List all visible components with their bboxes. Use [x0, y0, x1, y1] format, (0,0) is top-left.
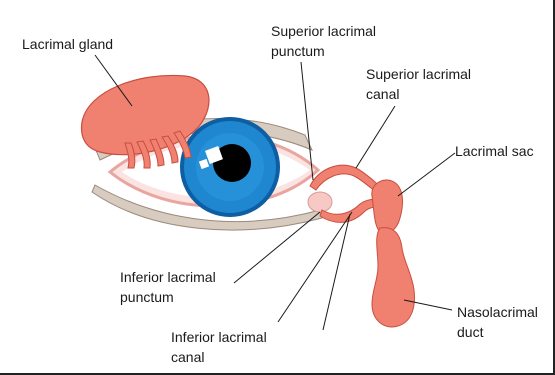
- lacrimal-caruncle: [308, 192, 332, 212]
- label-inferior-lacrimal-punctum: Inferior lacrimal punctum: [120, 267, 216, 307]
- lacrimal-sac: [372, 180, 403, 233]
- label-lacrimal-sac: Lacrimal sac: [455, 141, 534, 161]
- nasolacrimal-duct: [372, 228, 414, 327]
- label-superior-lacrimal-canal: Superior lacrimal canal: [366, 64, 471, 104]
- leader-inferior-canal-2: [323, 214, 350, 330]
- leader-inferior-canal: [278, 212, 352, 322]
- label-lacrimal-gland: Lacrimal gland: [22, 34, 113, 54]
- leader-lacrimal-sac: [398, 153, 455, 196]
- label-nasolacrimal-duct: Nasolacrimal duct: [457, 302, 538, 342]
- leader-superior-canal: [356, 106, 395, 168]
- label-inferior-lacrimal-canal: Inferior lacrimal canal: [171, 327, 267, 367]
- label-superior-lacrimal-punctum: Superior lacrimal punctum: [271, 21, 376, 61]
